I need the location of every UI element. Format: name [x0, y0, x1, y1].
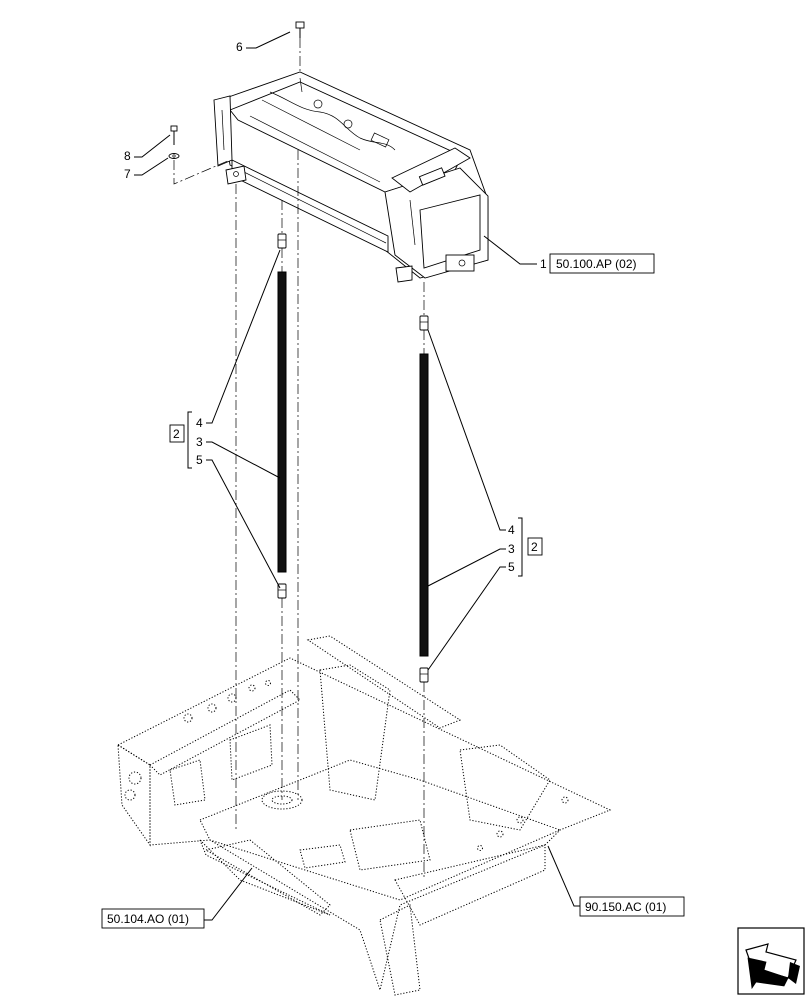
callout-8-number: 8	[124, 149, 131, 163]
callout-group-left: 2 4 3 5	[169, 249, 281, 589]
assembly-center-lines	[235, 150, 425, 880]
callout-8: 8	[124, 134, 171, 163]
view-direction-arrow-icon[interactable]	[737, 927, 805, 995]
washer-item-7[interactable]	[168, 153, 180, 159]
heater-unit-assembly[interactable]	[213, 71, 489, 283]
callout-4-left-number: 4	[196, 416, 203, 430]
callout-1-number: 1	[540, 257, 547, 271]
screw-item-6[interactable]	[295, 21, 305, 38]
callout-6-number: 6	[236, 40, 243, 54]
reference-box-cab-frame[interactable]	[579, 896, 685, 917]
callout-2-left-box	[169, 424, 185, 443]
reference-heater-unit: 50.100.AP (02)	[556, 257, 637, 271]
callout-2-right-number: 2	[531, 540, 538, 554]
callout-7: 7	[124, 157, 169, 181]
reference-floor-duct: 50.104.AO (01)	[107, 912, 189, 926]
callout-cab-frame: 90.150.AC (01)	[547, 845, 685, 917]
callout-group-right: 4 3 5 2	[427, 329, 543, 671]
callout-4-right-number: 4	[508, 523, 515, 537]
callout-1: 1 50.100.AP (02)	[483, 235, 655, 274]
reference-cab-frame: 90.150.AC (01)	[585, 900, 666, 914]
bolt-item-8[interactable]	[170, 125, 178, 145]
callout-3-right-number: 3	[508, 542, 515, 556]
reference-box-heater[interactable]	[549, 253, 655, 274]
cab-floor-frame[interactable]	[116, 635, 612, 996]
drain-hose-right[interactable]	[419, 315, 429, 683]
callout-2-right-box	[527, 537, 543, 556]
callout-3-left-number: 3	[196, 435, 203, 449]
reference-box-floor-duct[interactable]	[101, 908, 205, 929]
bolt-axis	[173, 159, 231, 185]
callout-7-number: 7	[124, 167, 131, 181]
callout-5-right-number: 5	[508, 560, 515, 574]
drain-hose-left[interactable]	[277, 233, 287, 599]
callout-2-left-number: 2	[173, 427, 180, 441]
callout-floor-duct: 50.104.AO (01)	[101, 867, 253, 929]
callout-5-left-number: 5	[196, 453, 203, 467]
callout-6: 6	[236, 31, 291, 54]
